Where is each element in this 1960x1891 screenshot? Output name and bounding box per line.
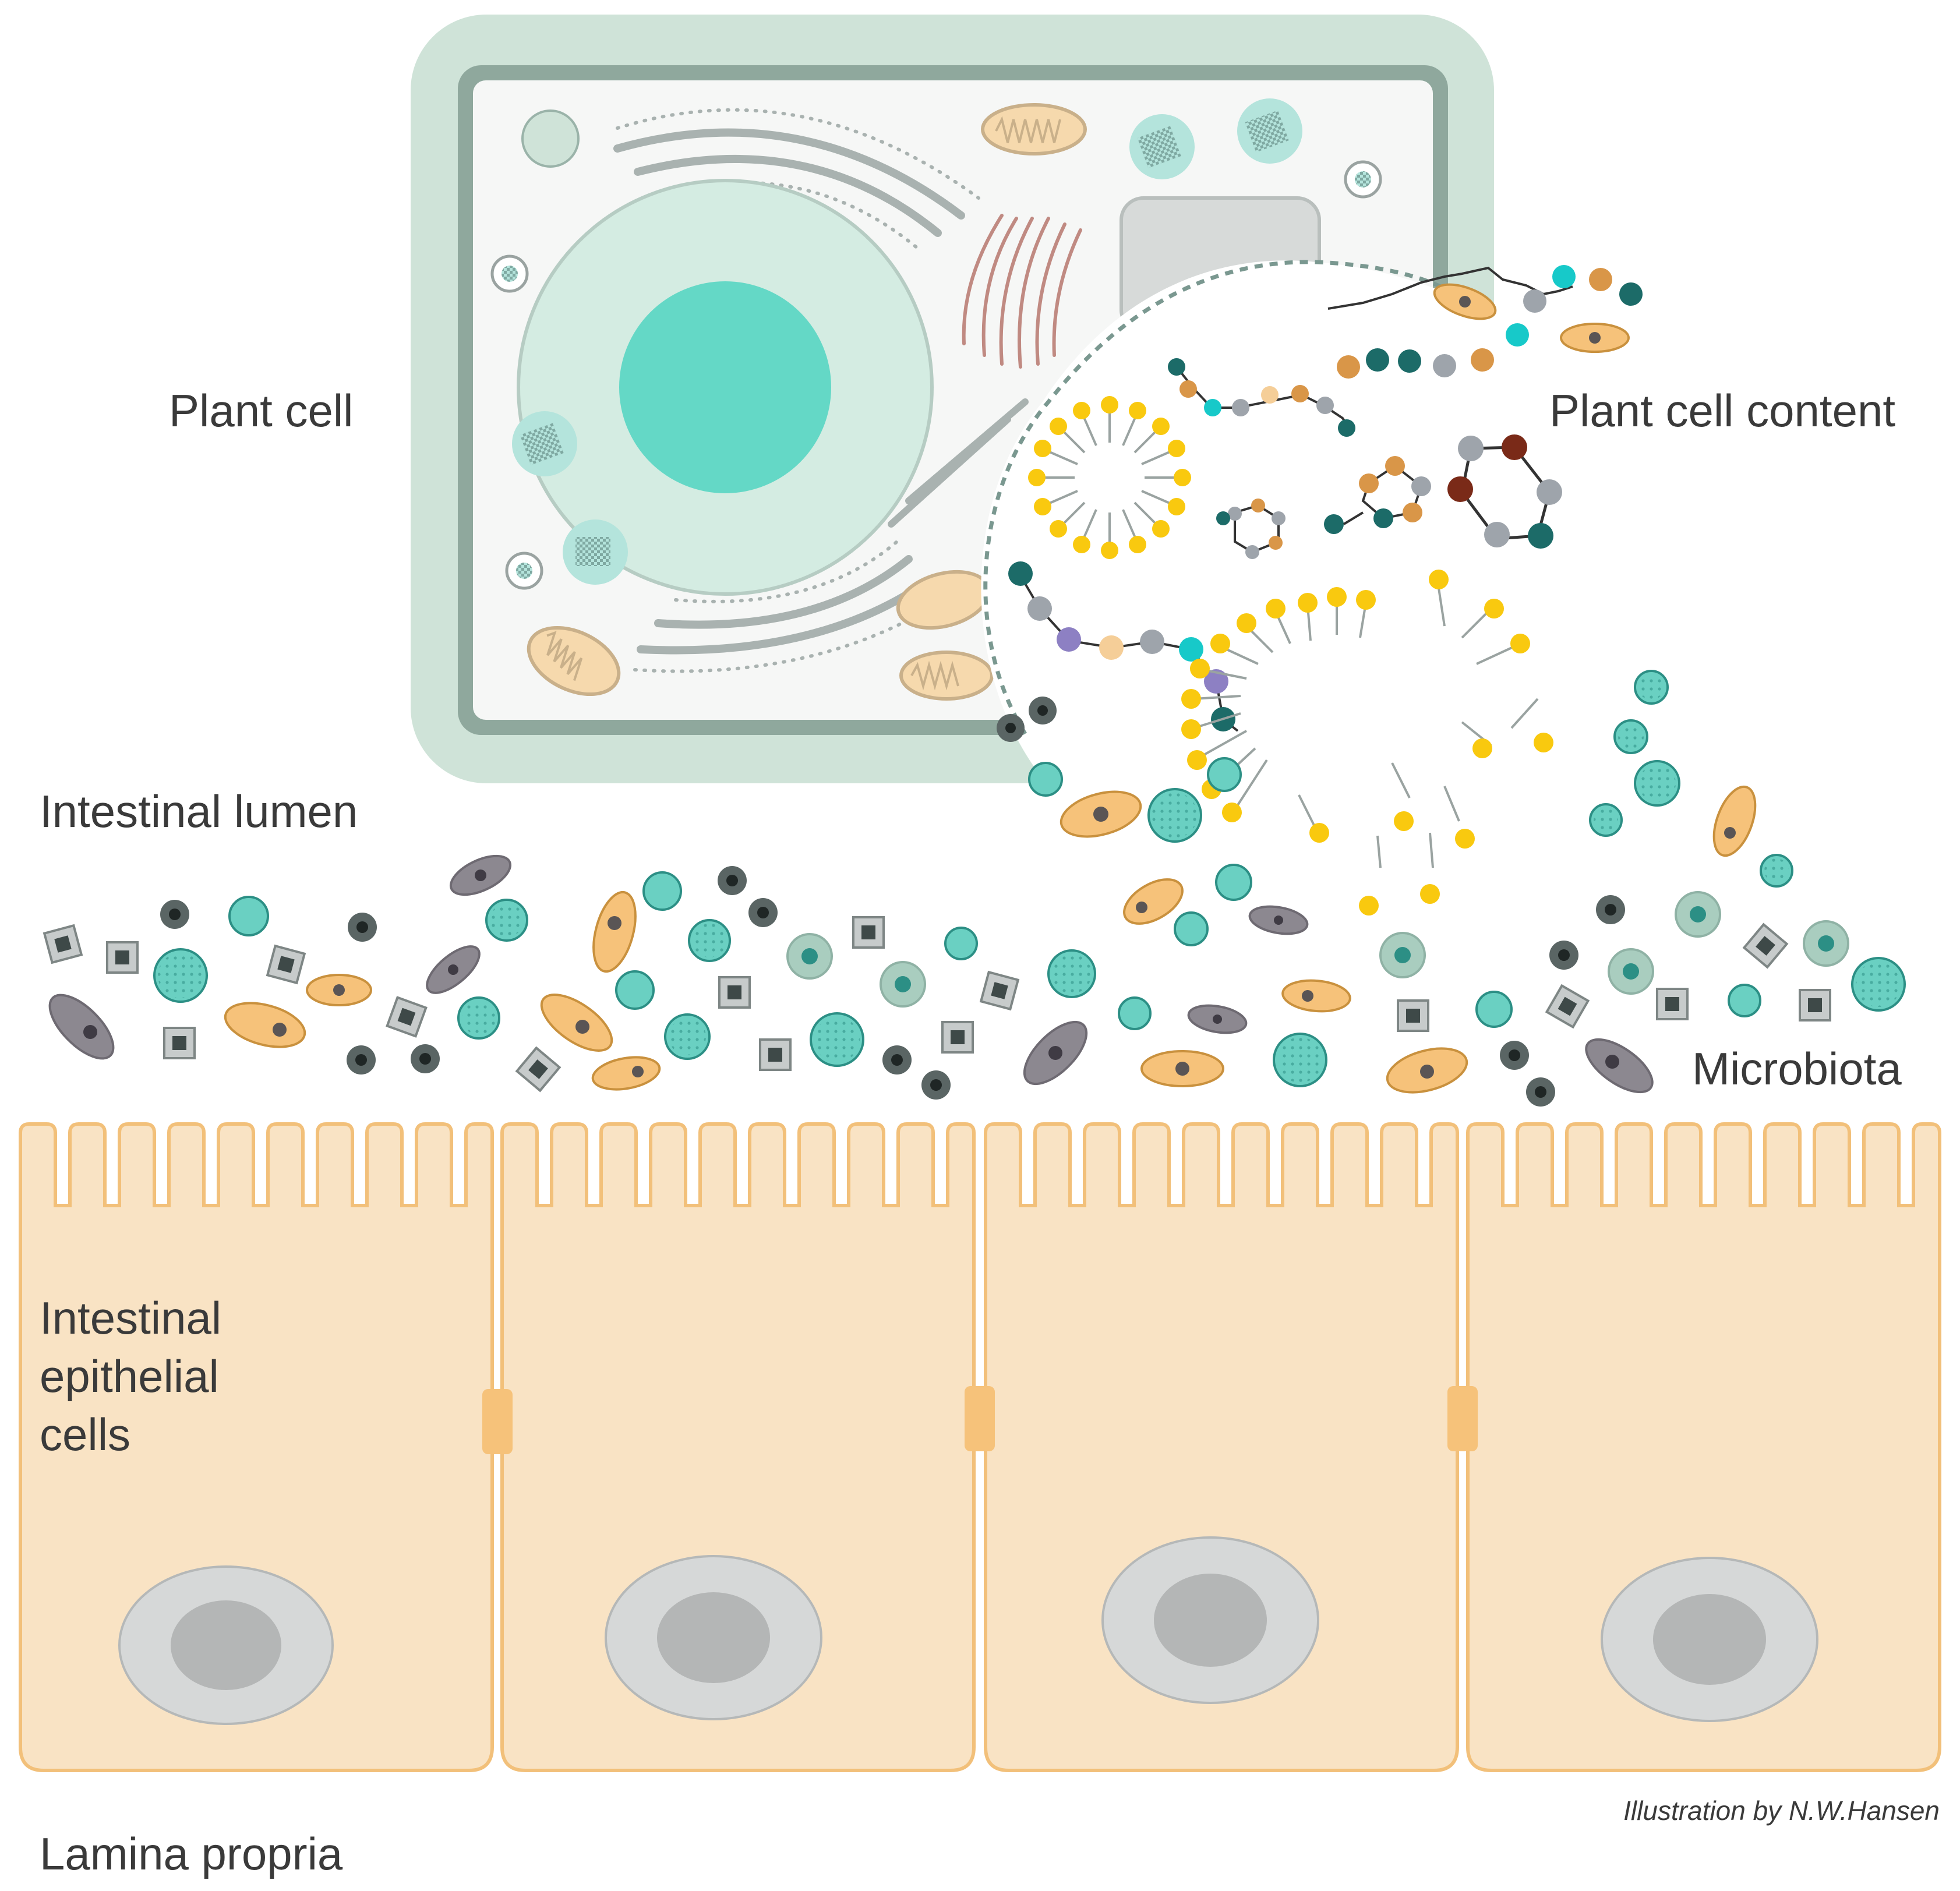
- epithelial-cell-icon: [1466, 1122, 1941, 1772]
- nucleolus: [619, 281, 831, 493]
- ring-molecule-icon: [1324, 456, 1431, 534]
- plastid-icon: [521, 109, 580, 168]
- epithelial-cell-icon: [984, 1122, 1459, 1772]
- rupture-border: [983, 260, 1470, 735]
- golgi-icon: [962, 214, 1082, 369]
- mitochondrion-icon: [899, 651, 994, 701]
- label-microbiota: Microbiota: [1692, 1043, 1902, 1094]
- tight-junction-icon: [482, 1389, 513, 1454]
- content-release-cloud: [981, 260, 1691, 876]
- tight-junction-icon: [1447, 1386, 1478, 1451]
- label-epithelial-line-1: Intestinal: [40, 1292, 221, 1344]
- label-plant-cell: Plant cell: [169, 385, 354, 436]
- bacterium-icon: [786, 891, 1849, 1008]
- bacterium-texture: [158, 674, 1901, 1083]
- bacterium-icon: [48, 854, 1654, 1094]
- chloroplast-icon: [563, 519, 628, 585]
- endoplasmic-reticulum-icon: [613, 108, 1029, 673]
- peroxisome-icon: [1344, 160, 1382, 199]
- chloroplast-icon: [1237, 98, 1302, 164]
- molecule-chain-icon: [1337, 265, 1643, 379]
- peroxisome-icon: [490, 255, 529, 293]
- label-lamina-propria: Lamina propria: [40, 1828, 343, 1879]
- peroxisome-icon: [505, 552, 543, 590]
- intestinal-epithelium: [19, 1122, 1941, 1772]
- label-intestinal-lumen: Intestinal lumen: [40, 786, 358, 837]
- epithelial-cell-icon: [19, 1122, 494, 1772]
- molecule-chain-icon: [1008, 561, 1239, 732]
- microbiota: [43, 283, 1906, 1107]
- epithelial-cell-icon: [500, 1122, 976, 1772]
- chloroplast-icon: [512, 411, 577, 476]
- plant-cell-content: [981, 260, 1691, 916]
- tight-junction-icon: [965, 1386, 995, 1451]
- mitochondrion-icon: [527, 625, 621, 697]
- molecule-chain-icon: [1327, 266, 1573, 310]
- label-epithelial-line-3: cells: [40, 1409, 130, 1460]
- illustration-credit: Illustration by N.W.Hansen: [1623, 1795, 1940, 1826]
- ring-molecule-icon: [1216, 499, 1286, 559]
- label-epithelial-line-2: epithelial: [40, 1351, 219, 1402]
- micelle-icon: [1028, 396, 1191, 559]
- molecule-chain-icon: [1168, 358, 1355, 437]
- bacterium-icon: [43, 916, 1831, 1093]
- lipid-bilayer-icon: [1181, 570, 1553, 916]
- chloroplast-icon: [1129, 114, 1195, 179]
- ring-molecule-icon: [1447, 434, 1562, 549]
- label-plant-cell-content: Plant cell content: [1549, 385, 1895, 436]
- mitochondrion-icon: [981, 103, 1087, 155]
